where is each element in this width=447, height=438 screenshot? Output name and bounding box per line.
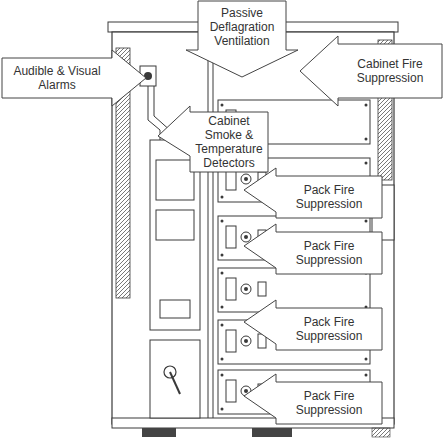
callout-text-box: Cabinet Smoke & Temperature Detectors [192, 112, 266, 172]
callout-arrow: Passive Deflagration Ventilation [185, 0, 300, 78]
callout-arrow: Cabinet Fire Suppression [298, 34, 444, 108]
base-vent [372, 428, 390, 437]
arrow-shape [158, 106, 268, 172]
disconnect-lever [170, 372, 180, 394]
arrow-shape [244, 300, 382, 350]
arrow-shape [244, 374, 382, 424]
arrow-shape [2, 50, 146, 106]
switch-panel [150, 340, 200, 418]
callout-text-box: Audible & Visual Alarms [4, 58, 110, 98]
callout-text-box: Pack Fire Suppression [279, 308, 379, 350]
callout-arrow: Pack Fire Suppression [236, 222, 384, 278]
base-vent [252, 428, 292, 437]
arrow-shape [186, 1, 298, 77]
panel-module [160, 300, 190, 318]
callout-text-box: Cabinet Fire Suppression [340, 44, 440, 98]
callout-arrow: Cabinet Smoke & Temperature Detectors [157, 105, 270, 174]
callout-label: Pack Fire Suppression [279, 315, 379, 343]
door-divider [208, 32, 209, 418]
callout-text-box: Pack Fire Suppression [279, 382, 379, 424]
base-vent [142, 428, 176, 437]
callout-text-box: Passive Deflagration Ventilation [198, 2, 286, 52]
arrow-shape [244, 224, 382, 274]
panel-module [156, 210, 194, 240]
callout-arrow: Pack Fire Suppression [236, 372, 384, 428]
callout-text-box: Pack Fire Suppression [279, 176, 379, 218]
arrow-shape [244, 168, 382, 218]
callout-label: Pack Fire Suppression [279, 183, 379, 211]
callout-label: Pack Fire Suppression [279, 239, 379, 267]
arrow-shape [300, 36, 442, 106]
door-divider [213, 32, 214, 418]
callout-text-box: Pack Fire Suppression [279, 232, 379, 274]
callout-label: Cabinet Fire Suppression [340, 57, 440, 85]
callout-label: Cabinet Smoke & Temperature Detectors [192, 114, 266, 170]
panel-module [156, 160, 194, 200]
battery-pack [218, 268, 370, 312]
callout-arrow: Pack Fire Suppression [236, 298, 384, 354]
callout-label: Audible & Visual Alarms [4, 64, 110, 92]
callout-arrow: Audible & Visual Alarms [1, 48, 148, 108]
callout-arrow: Pack Fire Suppression [236, 166, 384, 222]
callout-label: Pack Fire Suppression [279, 389, 379, 417]
callout-label: Passive Deflagration Ventilation [198, 6, 286, 48]
